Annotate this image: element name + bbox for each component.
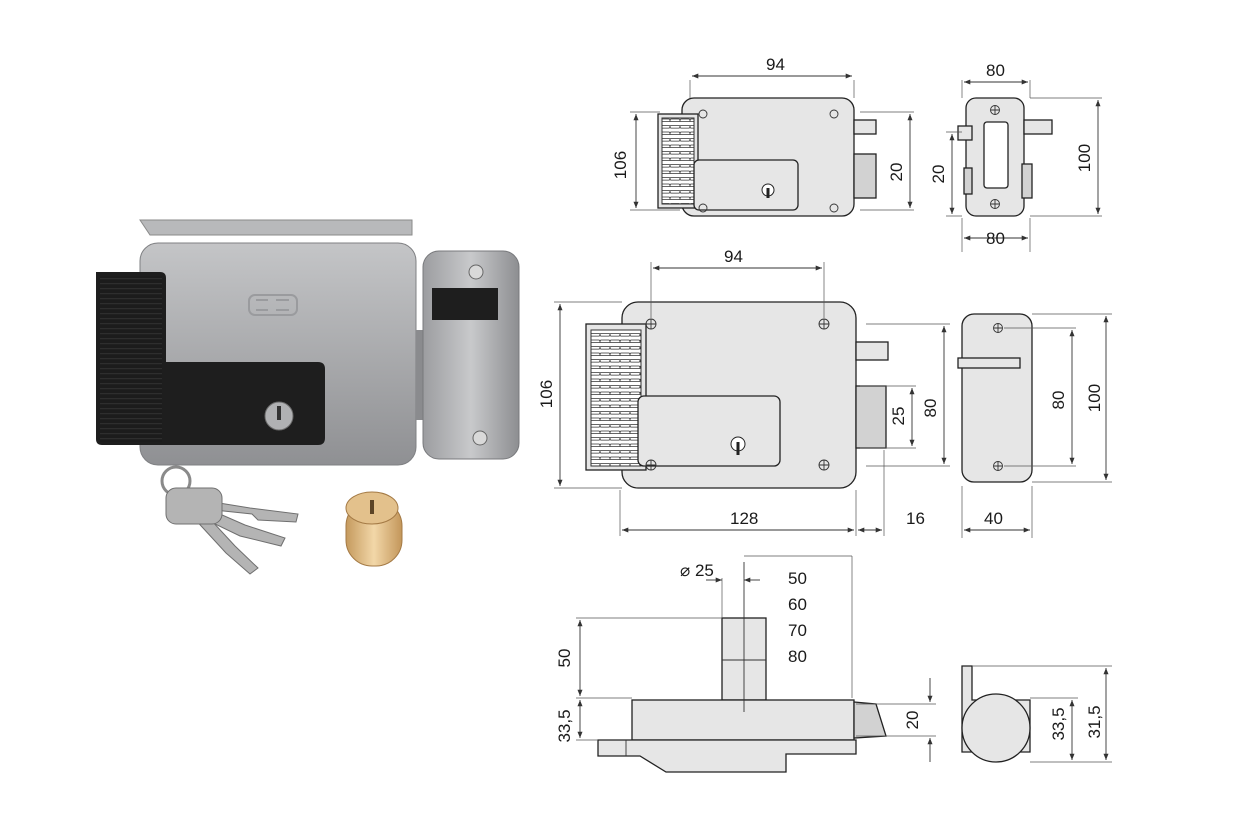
- top-side-height-label: 100: [1075, 144, 1094, 172]
- cover-grip-ribs: [100, 276, 162, 442]
- end-label-b: 31,5: [1085, 705, 1104, 738]
- top-side-top-label: 80: [986, 61, 1005, 80]
- brass-cylinder-icon: [345, 491, 403, 567]
- top-view-drawing: 94 106 20: [611, 55, 914, 217]
- bottom-left-bottom-label: 33,5: [555, 709, 574, 742]
- end-view-drawing: 33,5 31,5: [961, 665, 1112, 763]
- bottom-diameter-label: ⌀ 25: [680, 561, 714, 580]
- keys-icon: [160, 465, 299, 575]
- lock-top-plate: [139, 219, 413, 236]
- cisa-logo: [248, 294, 298, 316]
- lock-photo: [96, 219, 520, 575]
- top-width-label: 94: [766, 55, 785, 74]
- side-view-drawing: 100 80 40: [957, 313, 1112, 538]
- front-bottom-label: 128: [730, 509, 758, 528]
- side-inner-label: 80: [1049, 391, 1068, 410]
- cylinder-length-4: 80: [788, 647, 807, 666]
- end-label-a: 33,5: [1049, 707, 1068, 740]
- front-projection-label: 16: [906, 509, 925, 528]
- bottom-view-drawing: ⌀ 25 50 60 70 80 50 33,5 20: [555, 555, 936, 773]
- cylinder-length-1: 50: [788, 569, 807, 588]
- screw-icon: [468, 264, 484, 280]
- cylinder-length-2: 60: [788, 595, 807, 614]
- side-height-label: 100: [1085, 384, 1104, 412]
- top-side-left-label: 20: [929, 165, 948, 184]
- lock-keeper: [422, 250, 520, 460]
- screw-icon: [472, 430, 488, 446]
- top-height-label: 106: [611, 151, 630, 179]
- side-width-label: 40: [984, 509, 1003, 528]
- top-side-view-drawing: 80 80 20 100: [929, 61, 1102, 252]
- front-view-drawing: 94 106 25 80 128 16: [537, 247, 950, 536]
- front-latch-label: 25: [889, 407, 908, 426]
- cylinder-length-list: 50 60 70 80: [788, 569, 807, 666]
- cylinder-length-3: 70: [788, 621, 807, 640]
- keeper-latch: [432, 288, 498, 320]
- front-right-label: 80: [921, 399, 940, 418]
- top-bolt-label: 20: [887, 163, 906, 182]
- front-height-label: 106: [537, 380, 556, 408]
- bottom-left-top-label: 50: [555, 649, 574, 668]
- front-top-label: 94: [724, 247, 743, 266]
- top-side-bottom-label: 80: [986, 229, 1005, 248]
- bottom-right-label: 20: [903, 711, 922, 730]
- cylinder-face: [264, 401, 294, 431]
